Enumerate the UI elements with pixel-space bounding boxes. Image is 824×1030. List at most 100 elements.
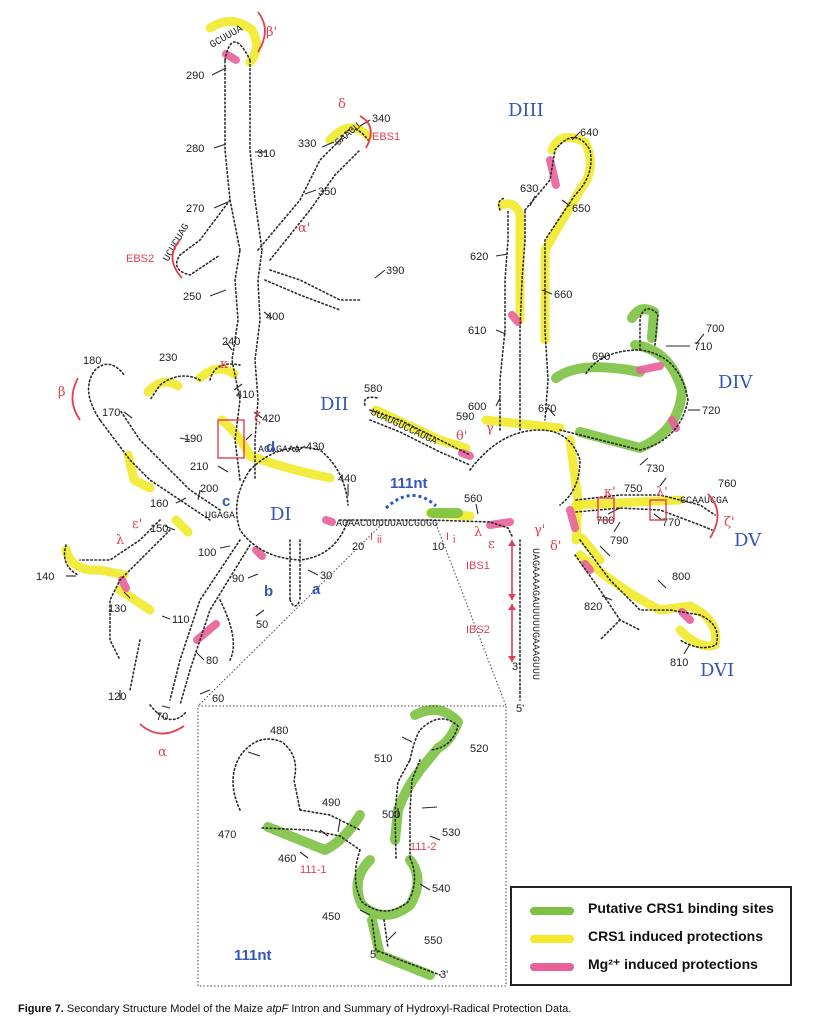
- alpha-label: α: [158, 745, 167, 760]
- pos-90: 90: [232, 573, 244, 585]
- subdomain-c-label: c: [222, 493, 230, 510]
- pos-440: 440: [338, 473, 356, 485]
- beta-arrow: [71, 377, 81, 421]
- pos-270: 270: [186, 203, 204, 215]
- pos-800: 800: [672, 571, 690, 583]
- element-labels: EBS1 EBS2 IBS1 IBS2 I ii I i 3' 5': [126, 115, 524, 715]
- pos-230: 230: [159, 352, 177, 364]
- pos-640: 640: [580, 127, 598, 139]
- domain-div-label: DIV: [718, 372, 754, 393]
- beta-prime-label: β': [266, 25, 277, 40]
- pos-190: 190: [184, 433, 202, 445]
- legend: Putative CRS1 binding sites CRS1 induced…: [510, 886, 792, 986]
- ibs2-head-bottom: [508, 656, 516, 662]
- pos-290: 290: [186, 70, 204, 82]
- legend-label: CRS1 induced protections: [588, 928, 764, 944]
- ebs2-arrow: [171, 239, 183, 279]
- domain-di-label: DI: [270, 504, 292, 525]
- pos-470: 470: [218, 829, 236, 841]
- zeta-box: [217, 419, 245, 459]
- pos-770: 770: [662, 517, 680, 529]
- kappa-prime-label: κ': [604, 485, 616, 500]
- legend-label: Putative CRS1 binding sites: [588, 900, 774, 916]
- legend-swatch-green: [530, 907, 574, 915]
- number-leaders: [66, 67, 705, 941]
- pos-560: 560: [464, 493, 482, 505]
- seq-d1a: AGAGAAA: [258, 445, 300, 456]
- ebs1-arrow: [359, 115, 372, 149]
- pos-100: 100: [198, 547, 216, 559]
- pos-120: 120: [108, 691, 126, 703]
- lambda-label: λ: [474, 525, 482, 540]
- pos-760: 760: [718, 478, 736, 490]
- i-ii-label: I: [370, 531, 373, 543]
- pos-540: 540: [432, 883, 450, 895]
- pos-550: 550: [424, 935, 442, 947]
- caption-prefix: Figure 7.: [18, 1003, 64, 1015]
- pos-50: 50: [256, 619, 268, 631]
- pos-530: 530: [442, 827, 460, 839]
- pos-790: 790: [610, 535, 628, 547]
- zeta-label: ζ: [254, 411, 261, 426]
- pos-700: 700: [706, 323, 724, 335]
- inset-guide-right: [435, 523, 507, 707]
- end-3-label: 3': [512, 661, 520, 673]
- pos-670: 670: [538, 403, 556, 415]
- pos-110: 110: [172, 614, 190, 626]
- ibs1-head-bottom: [508, 594, 516, 600]
- legend-swatch-pink: [530, 963, 574, 971]
- pos-390: 390: [386, 265, 404, 277]
- pos-150: 150: [150, 523, 168, 535]
- caption-italic: atpF: [266, 1003, 289, 1015]
- seq-ibs: UAGAAAAGAUUUUUGAAAGUUU: [529, 548, 540, 680]
- pos-500: 500: [382, 809, 400, 821]
- zeta-prime-label: ζ': [724, 515, 735, 530]
- greek-labels: β' δ α' κ ζ β ε' λ α θ' γ λ ε γ' δ' κ' λ…: [58, 11, 735, 760]
- pos-620: 620: [470, 251, 488, 263]
- domain-dvi-label: DVI: [700, 660, 734, 681]
- delta-label: δ: [338, 97, 346, 112]
- pos-750: 750: [624, 483, 642, 495]
- end-5-label: 5': [516, 703, 524, 715]
- pos-330: 330: [298, 138, 316, 150]
- pos-210: 210: [190, 461, 208, 473]
- caption-text-before: Secondary Structure Model of the Maize: [66, 1003, 264, 1015]
- ibs1-label: IBS1: [466, 560, 490, 572]
- pos-730: 730: [646, 463, 664, 475]
- epsilon-prime-label: ε': [132, 517, 142, 532]
- i-ii-sub: ii: [377, 534, 382, 546]
- pos-580: 580: [364, 383, 382, 395]
- caption-text-after: Intron and Summary of Hydroxyl-Radical P…: [291, 1003, 572, 1015]
- pos-600: 600: [468, 401, 486, 413]
- pos-340: 340: [372, 113, 390, 125]
- alpha-prime-label: α': [298, 221, 310, 236]
- secondary-structure-diagram: .bb { fill:none; stroke:#2a2a2a; stroke-…: [36, 11, 762, 987]
- pos-80: 80: [206, 655, 218, 667]
- pos-520: 520: [470, 743, 488, 755]
- pos-710: 710: [694, 341, 712, 353]
- gamma-prime-label: γ': [534, 523, 545, 538]
- i-i-sub: i: [453, 534, 455, 546]
- pos-420: 420: [262, 413, 280, 425]
- pos-610: 610: [468, 325, 486, 337]
- i-i-label: I: [446, 531, 449, 543]
- domain-dii-label: DII: [320, 394, 349, 415]
- pos-430: 430: [306, 441, 324, 453]
- kappa-label: κ: [220, 357, 228, 372]
- pos-130: 130: [108, 603, 126, 615]
- pos-810: 810: [670, 657, 688, 669]
- legend-row-mg-protection: Mg²⁺ induced protections: [530, 954, 790, 978]
- theta-prime-label: θ': [456, 429, 467, 444]
- legend-row-crs1-binding: Putative CRS1 binding sites: [530, 898, 790, 922]
- pos-490: 490: [322, 797, 340, 809]
- pos-410: 410: [236, 389, 254, 401]
- rna-backbone: [63, 41, 719, 721]
- seq-p1: AGAACUUUUUAUCGUGG: [336, 519, 438, 530]
- seq-dv: GCAAUCGA: [680, 496, 728, 507]
- beta-label: β: [58, 385, 66, 400]
- pos-240: 240: [222, 336, 240, 348]
- ibs2-label: IBS2: [466, 624, 490, 636]
- subdomain-b-label: b: [264, 583, 273, 600]
- subdomain-a-label: a: [312, 581, 321, 598]
- inset-title: 111nt: [234, 947, 272, 964]
